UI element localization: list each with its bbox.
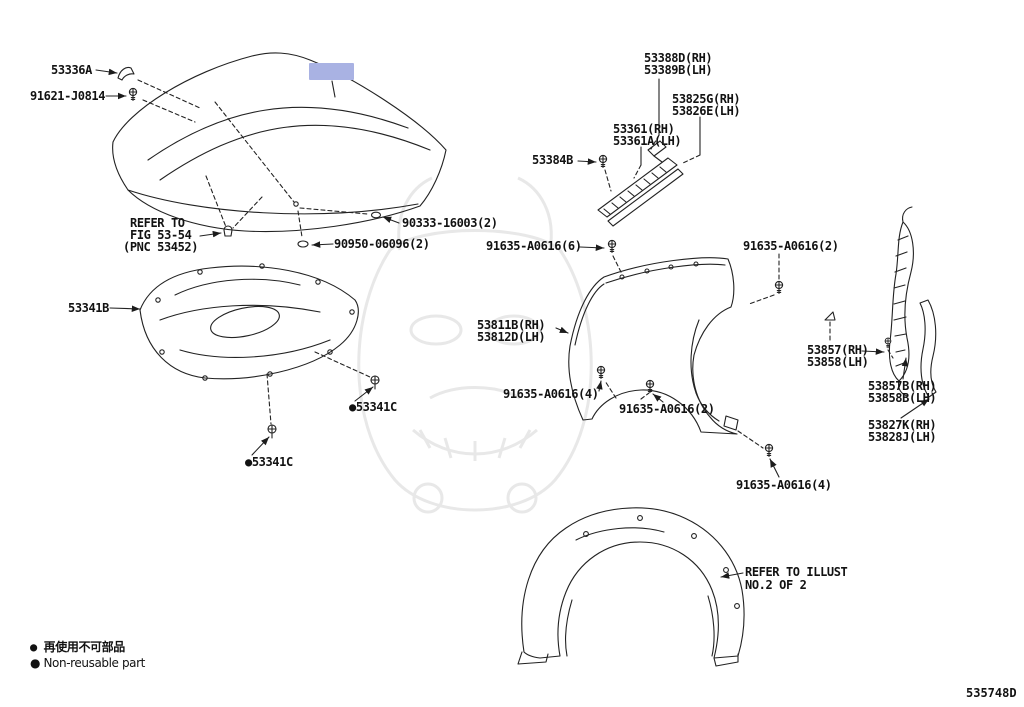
fastener-icon	[267, 424, 277, 439]
bolt-icon	[764, 443, 774, 458]
part-label-53858: 53858(LH)	[807, 355, 869, 369]
grommet-icon	[370, 211, 382, 219]
cowl-side-moldings	[597, 140, 684, 227]
part-label-91635-2a: 91635-A0616(2)	[743, 239, 839, 253]
part-label-91635-4b: 91635-A0616(4)	[736, 478, 832, 492]
note-refer-illust-line2: NO.2 OF 2	[745, 578, 807, 592]
part-label-53384b: 53384B	[532, 153, 573, 167]
part-label-53388d: 53388D(RH)	[644, 51, 713, 65]
note-refer-illust-line1: REFER TO ILLUST	[745, 565, 848, 579]
front-fender	[568, 257, 739, 435]
bolt-icon	[596, 365, 606, 380]
dashed-leader-lines	[137, 79, 894, 449]
hood-panel	[112, 52, 447, 233]
fender-retainers	[824, 206, 937, 398]
note-refer-fig-line3: (PNC 53452)	[123, 240, 199, 254]
watermark-mask-art	[357, 176, 593, 514]
footnote-jp: ● 再使用不可部品	[30, 640, 125, 654]
part-label-91621: 91621-J0814	[30, 89, 106, 103]
part-label-90333: 90333-16003(2)	[402, 216, 498, 230]
screw-icon	[598, 154, 608, 169]
washer-icon	[297, 240, 309, 248]
part-label-53341c-1: ●53341C	[349, 400, 397, 414]
hardware-icons	[117, 66, 892, 458]
bolt-icon	[607, 239, 617, 254]
part-label-53361: 53361(RH)	[613, 122, 675, 136]
part-label-53858b: 53858B(LH)	[868, 391, 937, 405]
part-label-53857b: 53857B(RH)	[868, 379, 937, 393]
hood-insulator	[139, 263, 359, 381]
note-refer-fig-line1: REFER TO	[130, 216, 185, 230]
part-label-53857: 53857(RH)	[807, 343, 869, 357]
part-label-91635-6: 91635-A0616(6)	[486, 239, 582, 253]
part-label-53811b: 53811B(RH)	[477, 318, 546, 332]
fender-liner	[517, 507, 745, 667]
part-label-91635-2b: 91635-A0616(2)	[619, 402, 715, 416]
highlighted-part-callout[interactable]	[309, 63, 354, 80]
part-label-53336a: 53336A	[51, 63, 92, 77]
part-label-90950: 90950-06096(2)	[334, 237, 430, 251]
clip-icon	[223, 225, 233, 237]
leader-lines	[95, 68, 930, 579]
part-label-53827k: 53827K(RH)	[868, 418, 937, 432]
part-label-53826e: 53826E(LH)	[672, 104, 741, 118]
part-label-53825g: 53825G(RH)	[672, 92, 741, 106]
footnote-en: ● Non-reusable part	[30, 656, 145, 670]
drawing-number: 535748D	[966, 686, 1017, 700]
bolt-icon	[774, 280, 784, 295]
part-label-53389b: 53389B(LH)	[644, 63, 713, 77]
part-label-53341b: 53341B	[68, 301, 109, 315]
part-label-53341c-2: ●53341C	[245, 455, 293, 469]
part-label-91635-4a: 91635-A0616(4)	[503, 387, 599, 401]
part-label-53828j: 53828J(LH)	[868, 430, 937, 444]
clip-icon	[117, 66, 135, 81]
part-label-53812d: 53812D(LH)	[477, 330, 546, 344]
note-refer-fig-line2: FIG 53-54	[130, 228, 192, 242]
bolt-icon	[128, 87, 138, 102]
part-label-53361a: 53361A(LH)	[613, 134, 682, 148]
